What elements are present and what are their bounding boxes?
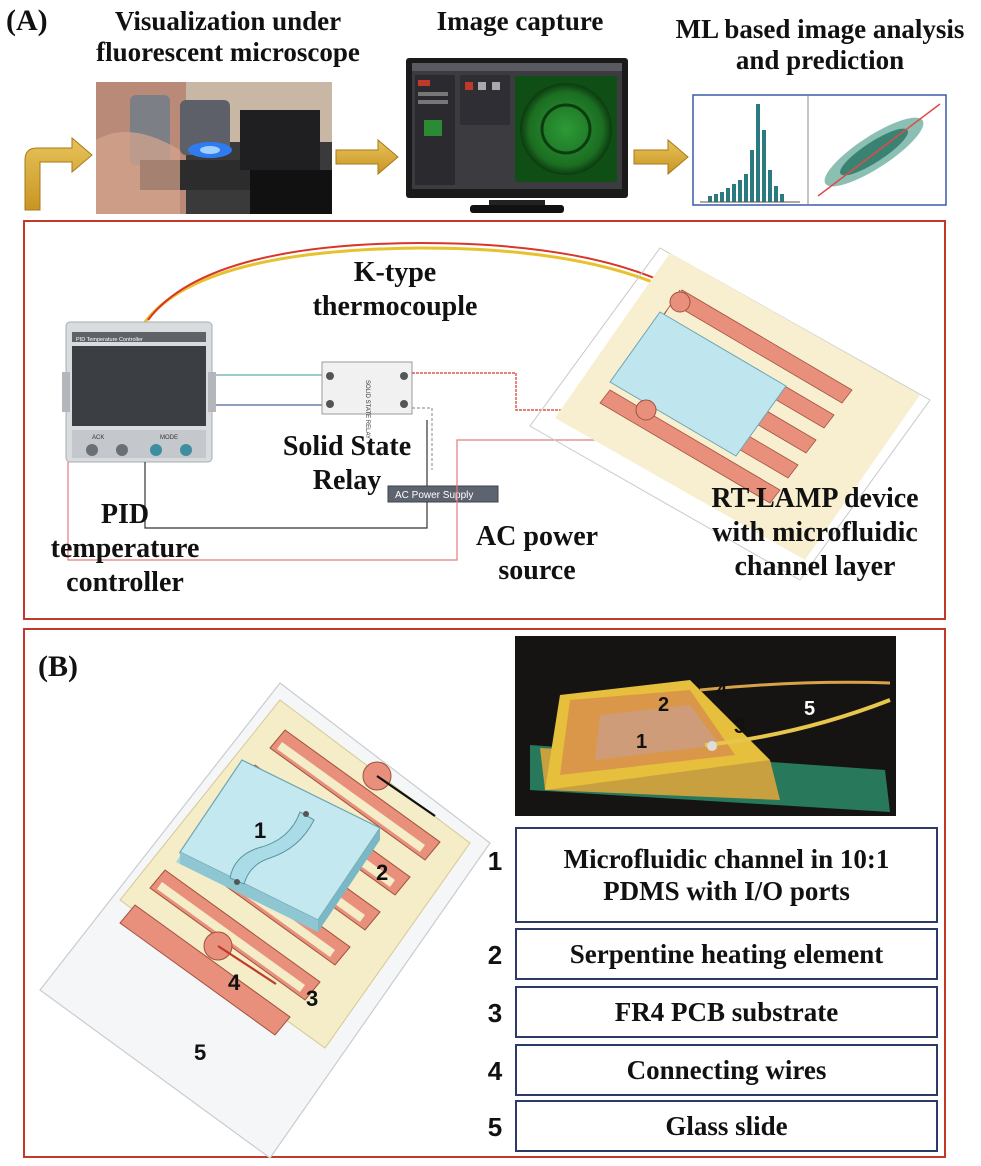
- legend-number-5: 5: [487, 1112, 503, 1142]
- ml-plots: [692, 94, 947, 206]
- arrow-right-icon-2: [633, 138, 689, 176]
- rt-lamp-device: [529, 247, 931, 581]
- photo-number-1: 1: [636, 731, 648, 753]
- diagram-number-2: 2: [376, 860, 389, 885]
- controller-button-mode: MODE: [160, 435, 178, 441]
- panel-b-label: (B): [38, 650, 78, 683]
- photo-number-3: 3: [734, 716, 746, 738]
- photo-number-5: 5: [804, 698, 816, 720]
- label-ac-source: AC power source: [475, 521, 599, 586]
- legend-item-4: Connecting wires: [515, 1044, 938, 1096]
- legend-number-3: 3: [487, 998, 503, 1028]
- microscope-photo: [96, 82, 332, 214]
- legend-item-5: Glass slide: [515, 1100, 938, 1152]
- ac-power-supply-device: [387, 485, 499, 503]
- pid-controller-device: [62, 321, 216, 463]
- panel-a-circuit-frame: [23, 220, 946, 620]
- relay-text: SOLID STATE RELAY: [364, 380, 370, 439]
- arrow-right-icon-1: [335, 138, 399, 176]
- step-title-capture: Image capture: [436, 6, 604, 36]
- legend-item-2: Serpentine heating element: [515, 928, 938, 980]
- diagram-number-5: 5: [194, 1040, 207, 1065]
- legend-number-2: 2: [487, 940, 503, 970]
- label-pid: PID temperature controller: [50, 499, 200, 598]
- step-title-visualization: Visualization under fluorescent microsco…: [96, 6, 360, 67]
- label-rt-lamp-device: RT-LAMP device with microfluidic channel…: [711, 483, 919, 582]
- diagram-number-4: 4: [228, 970, 241, 995]
- diagram-number-3: 3: [306, 986, 319, 1011]
- controller-button-ack: ACK: [92, 435, 104, 441]
- ac-supply-text: AC Power Supply: [395, 490, 473, 501]
- panel-b-frame: [23, 628, 946, 1158]
- label-thermocouple: K-type thermocouple: [312, 257, 478, 322]
- photo-number-2: 2: [658, 694, 670, 716]
- legend-item-1: Microfluidic channel in 10:1 PDMS with I…: [515, 827, 938, 923]
- label-relay: Solid State Relay: [282, 431, 412, 496]
- controller-screen-text: PID Temperature Controller: [76, 337, 143, 343]
- monitor-icon: [406, 58, 628, 213]
- step-title-ml: ML based image analysis and prediction: [675, 14, 965, 75]
- bent-arrow-icon: [24, 136, 93, 211]
- legend-number-1: 1: [487, 846, 503, 876]
- photo-number-4: 4: [716, 680, 728, 702]
- histogram-bars: [708, 104, 784, 202]
- solid-state-relay-device: [321, 361, 413, 415]
- legend-item-3: FR4 PCB substrate: [515, 986, 938, 1038]
- diagram-number-1: 1: [254, 818, 267, 843]
- panel-a-label: (A): [6, 4, 48, 37]
- legend-number-4: 4: [487, 1056, 503, 1086]
